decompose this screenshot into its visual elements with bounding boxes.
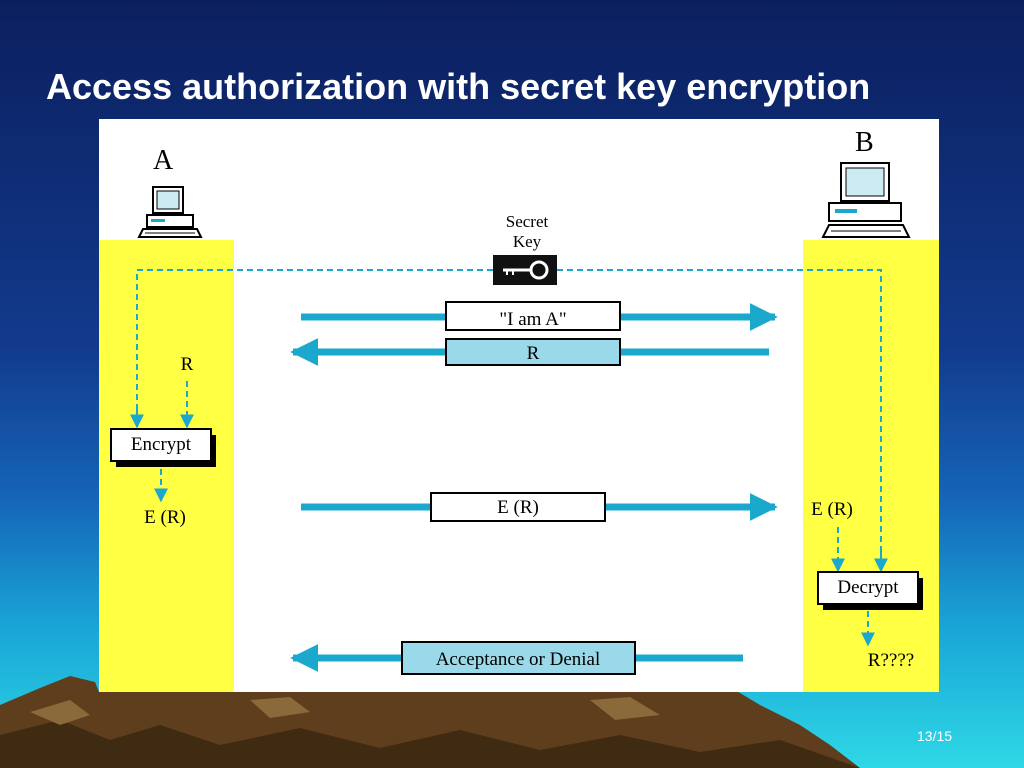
key-distribution-lines [136,269,882,555]
party-b-label: B [855,127,874,158]
msg-i-am-a-text: "I am A" [499,309,566,330]
msg-acceptance-box [401,641,636,675]
party-b-panel [803,240,939,692]
secret-key-label-line2: Key [513,232,542,251]
msg-i-am-a-box [445,301,621,331]
page-number: 13/15 [917,728,953,744]
slide-title: Access authorization with secret key enc… [46,66,871,107]
msg-r-box [445,338,621,366]
secret-key-label-line1: Secret [506,212,549,231]
key-icon [493,255,557,285]
party-a-label: A [153,145,174,176]
msg-r-text: R [527,343,540,364]
decrypt-box [817,571,919,605]
encrypt-box [110,428,212,462]
computer-a-icon [137,186,203,238]
computer-b-icon [821,162,911,238]
protocol-diagram: A B Secret Key "I am A" R E (R) Acceptan… [99,119,939,692]
b-er-label: E (R) [811,499,853,520]
a-er-label: E (R) [144,507,186,528]
decrypt-label: Decrypt [837,577,899,598]
msg-er-text: E (R) [497,497,539,518]
b-result-label: R???? [868,650,914,671]
msg-acceptance-text: Acceptance or Denial [436,649,601,670]
msg-er-box [430,492,606,522]
encrypt-label: Encrypt [131,434,192,455]
a-r-label: R [181,354,194,375]
